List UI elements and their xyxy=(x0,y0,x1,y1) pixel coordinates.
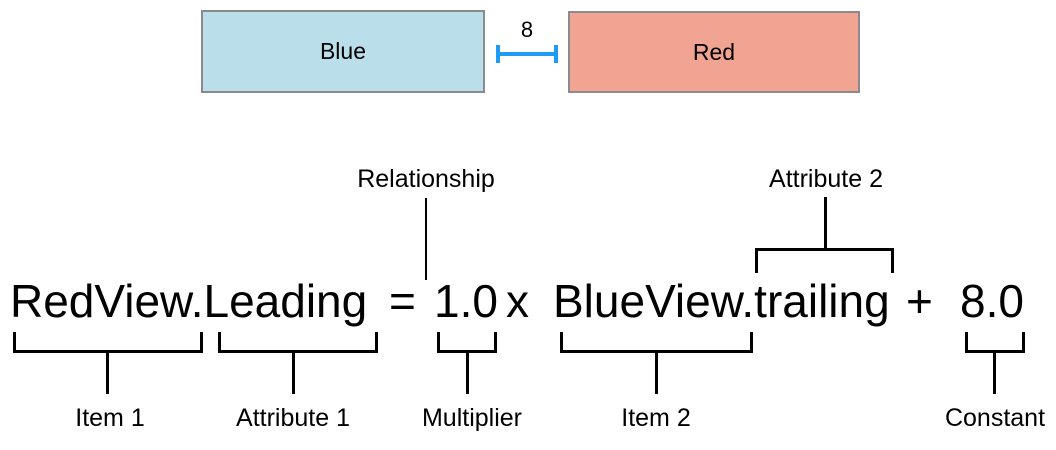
red-view-box: Red xyxy=(568,11,860,93)
item1-stem-line xyxy=(106,352,109,394)
item2-stem-line xyxy=(655,352,658,394)
spacing-connector-left-cap xyxy=(496,45,500,63)
blue-view-label: Blue xyxy=(319,38,367,64)
item2-label: Item 2 xyxy=(621,404,691,432)
equation-times-operator: x xyxy=(506,275,529,327)
attribute2-bracket xyxy=(755,248,894,273)
blue-view-box: Blue xyxy=(201,10,485,93)
multiplier-bracket xyxy=(437,332,497,353)
item1-label: Item 1 xyxy=(75,404,145,432)
spacing-value-label: 8 xyxy=(520,17,534,42)
constant-stem-line xyxy=(993,352,996,394)
item1-bracket xyxy=(13,332,203,353)
equation-item2-attribute: BlueView.trailing xyxy=(553,275,890,327)
attribute1-bracket xyxy=(218,332,378,353)
constant-label: Constant xyxy=(944,404,1046,432)
equation-relation: = xyxy=(389,275,416,327)
spacing-connector-right-cap xyxy=(554,45,558,63)
equation-constant: 8.0 xyxy=(960,275,1024,327)
constant-bracket xyxy=(965,332,1025,353)
relationship-pointer-line xyxy=(425,198,427,280)
item2-bracket xyxy=(560,332,753,353)
relationship-label: Relationship xyxy=(357,165,495,193)
attribute2-stem-line xyxy=(824,197,827,249)
spacing-connector-line xyxy=(498,52,556,56)
attribute1-stem-line xyxy=(292,352,295,394)
attribute2-label: Attribute 2 xyxy=(769,165,883,193)
multiplier-label: Multiplier xyxy=(421,404,523,432)
red-view-label: Red xyxy=(692,38,736,65)
equation-item1-attribute: RedView.Leading xyxy=(10,275,368,327)
multiplier-stem-line xyxy=(466,352,469,394)
equation-multiplier: 1.0 xyxy=(434,275,498,327)
attribute1-label: Attribute 1 xyxy=(236,404,350,432)
equation-plus-operator: + xyxy=(906,275,933,327)
